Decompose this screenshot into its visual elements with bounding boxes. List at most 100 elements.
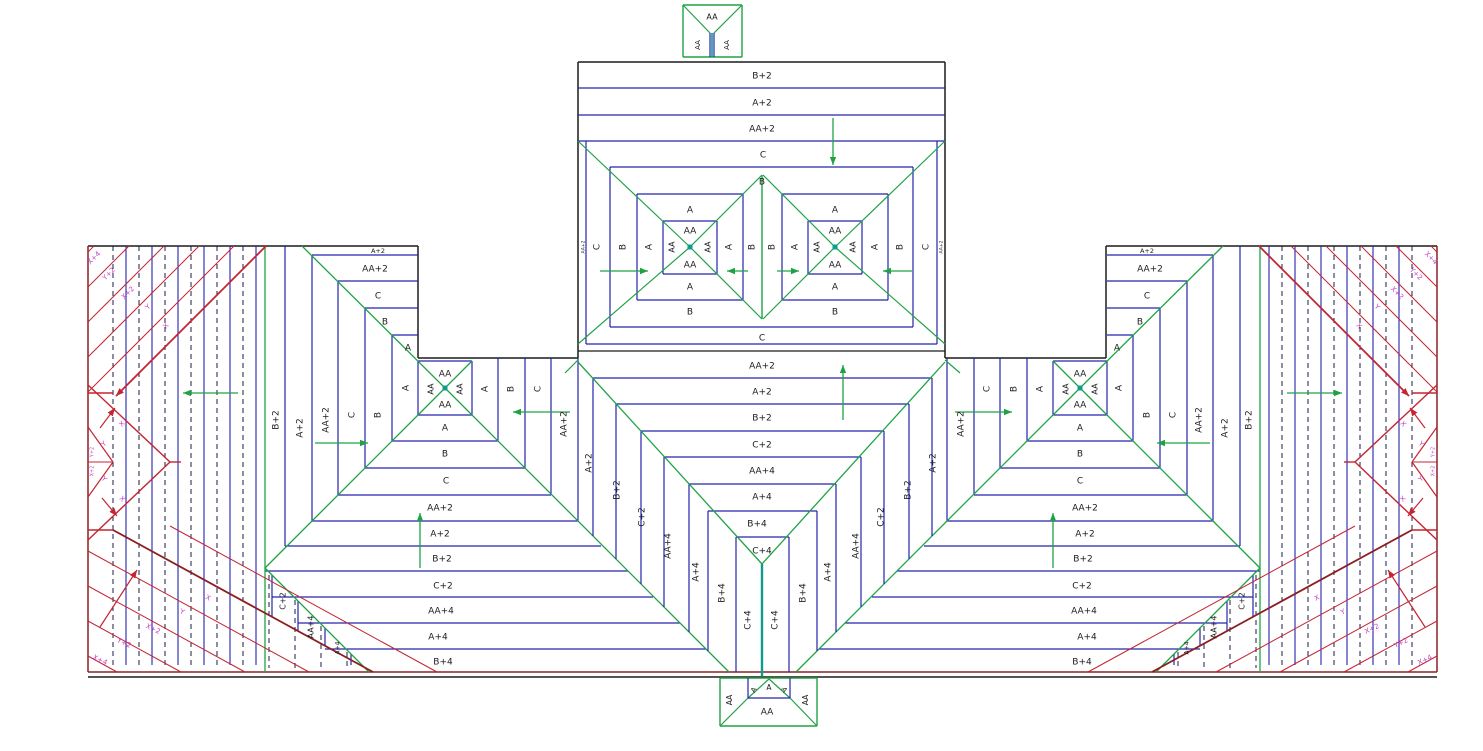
course-label: C+2 bbox=[433, 582, 453, 592]
course-label: X bbox=[204, 593, 212, 602]
course-label: B bbox=[374, 412, 384, 418]
course-label: B+2 bbox=[613, 480, 623, 499]
course-label: C bbox=[922, 244, 932, 250]
course-label: X+2 bbox=[90, 466, 96, 477]
arrow-shaft bbox=[115, 245, 267, 397]
diagram-line bbox=[789, 697, 818, 727]
course-label: X bbox=[1398, 494, 1407, 503]
course-label: B bbox=[1137, 318, 1143, 328]
course-label: AA+2 bbox=[1072, 504, 1098, 514]
course-label: C+4 bbox=[771, 610, 781, 630]
course-label: AA+2 bbox=[1195, 407, 1205, 433]
course-label: AA+2 bbox=[560, 411, 570, 437]
diagram-line bbox=[87, 245, 165, 323]
course-label: A+2 bbox=[929, 453, 939, 472]
peak-dots bbox=[442, 244, 1083, 391]
course-label: AA+2 bbox=[322, 407, 332, 433]
arrow-head-icon bbox=[1157, 439, 1165, 447]
course-label: Y bbox=[1416, 439, 1426, 449]
course-label: C+2 bbox=[1072, 582, 1092, 592]
course-label: C bbox=[348, 412, 358, 418]
course-label: A bbox=[1114, 344, 1121, 354]
course-label: B bbox=[759, 178, 765, 188]
arrow-head-icon bbox=[109, 507, 117, 516]
diagram-line bbox=[87, 426, 114, 463]
arrow-head-icon bbox=[1401, 388, 1409, 396]
course-label: C+2 bbox=[877, 507, 887, 527]
arrow-head-icon bbox=[416, 513, 424, 521]
course-label: B+2 bbox=[1245, 410, 1255, 429]
course-label: A+2 bbox=[371, 247, 385, 255]
arrow-head-icon bbox=[791, 267, 799, 275]
course-label: X bbox=[161, 321, 170, 330]
diagram-line bbox=[87, 585, 246, 673]
course-label: B+2 bbox=[752, 72, 771, 82]
diagram-line bbox=[689, 246, 763, 320]
arrow-shaft bbox=[1387, 569, 1426, 628]
course-label: C bbox=[759, 334, 765, 344]
diagram-line bbox=[762, 246, 836, 320]
course-label: C bbox=[534, 386, 544, 392]
course-label: C bbox=[1169, 412, 1179, 418]
arrow-head-icon bbox=[1408, 507, 1416, 516]
course-label: C bbox=[375, 292, 381, 302]
arrow-head-icon bbox=[360, 439, 368, 447]
course-label: B bbox=[619, 244, 629, 250]
course-label: AA bbox=[706, 13, 718, 22]
course-label: A+4 bbox=[752, 493, 772, 503]
course-label: B bbox=[687, 308, 693, 318]
course-label: A bbox=[1115, 384, 1125, 391]
course-label: AA bbox=[1062, 383, 1071, 395]
course-label: Y bbox=[1372, 302, 1382, 312]
diagram-line bbox=[1215, 550, 1438, 673]
course-label: A+2 bbox=[430, 530, 449, 540]
arrow-head-icon bbox=[513, 408, 521, 416]
arrow-head-icon bbox=[107, 408, 115, 417]
course-label: AA bbox=[761, 708, 774, 718]
diagram-line bbox=[264, 387, 446, 569]
course-label: A+4 bbox=[692, 562, 702, 582]
course-label: A+4 bbox=[335, 641, 342, 654]
direction-arrows bbox=[99, 118, 1426, 628]
diagram-line bbox=[795, 387, 1081, 673]
diagram-line bbox=[87, 620, 182, 673]
diagram-line bbox=[768, 678, 791, 699]
diagram-line bbox=[1155, 567, 1261, 673]
arrow-head-icon bbox=[1388, 570, 1396, 579]
course-label: C bbox=[760, 151, 766, 161]
course-label: C bbox=[1077, 477, 1083, 487]
diagram-line bbox=[87, 655, 118, 673]
course-label: Y bbox=[99, 474, 109, 484]
diagram-line bbox=[1430, 245, 1438, 253]
course-label: Y+2 bbox=[1392, 636, 1410, 650]
course-label: AA bbox=[1074, 401, 1087, 411]
diagram-line bbox=[87, 245, 235, 393]
course-label: B bbox=[748, 244, 758, 250]
diagram-line bbox=[264, 567, 370, 673]
course-label: AA bbox=[829, 261, 842, 271]
arrow-head-icon bbox=[727, 267, 735, 275]
course-label: AA bbox=[456, 383, 465, 395]
course-label: B+4 bbox=[433, 658, 453, 668]
diagram-line bbox=[87, 245, 200, 358]
diagram-line bbox=[1325, 245, 1438, 358]
diagram-line bbox=[577, 140, 691, 248]
course-label: X+4 bbox=[1416, 653, 1434, 667]
course-label: AA bbox=[684, 227, 697, 237]
course-label: AA+2 bbox=[581, 240, 587, 253]
course-label: Y+2 bbox=[115, 636, 133, 650]
diagram-line bbox=[87, 245, 130, 288]
diagram-line bbox=[834, 140, 946, 248]
course-label: B bbox=[1143, 412, 1153, 418]
course-label: C+4 bbox=[744, 610, 754, 630]
diagram-line bbox=[1354, 461, 1438, 541]
course-label: A bbox=[481, 385, 491, 392]
diagram-line bbox=[1407, 655, 1438, 673]
course-label: A+2 bbox=[585, 453, 595, 472]
course-label: AA+2 bbox=[427, 504, 453, 514]
course-label: C+2 bbox=[1238, 592, 1247, 609]
course-label: A+2 bbox=[1075, 530, 1094, 540]
course-label: A bbox=[749, 686, 758, 694]
arrow-head-icon bbox=[1049, 513, 1057, 521]
